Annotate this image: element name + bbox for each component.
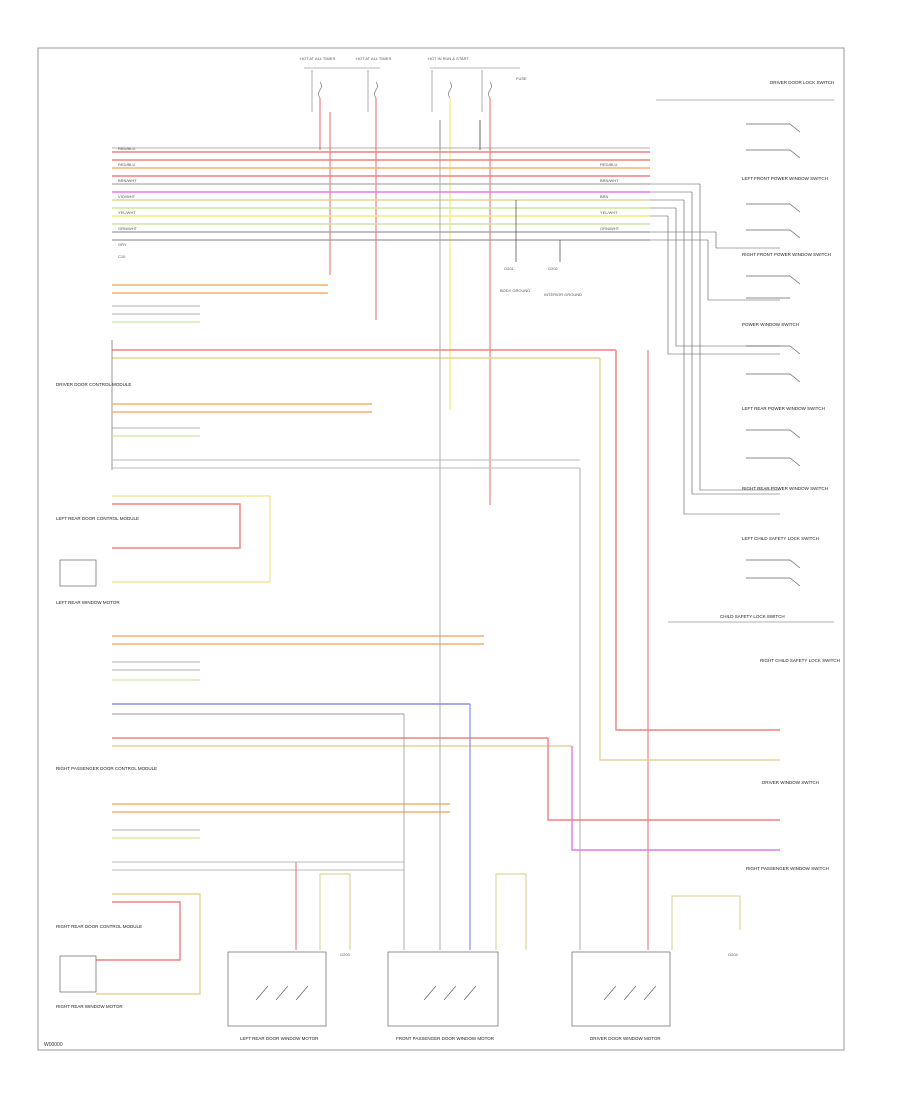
driver-door-motor-label: DRIVER DOOR WINDOW MOTOR — [590, 1036, 661, 1041]
left-child-lock-label: LEFT CHILD SAFETY LOCK SWITCH — [742, 536, 819, 541]
wire-label-left-4: VIO/WHT — [118, 194, 136, 199]
ground-label-2: G202 — [548, 266, 559, 271]
right-passenger-module-label: RIGHT PASSENGER DOOR CONTROL MODULE — [56, 766, 157, 771]
driver-door-module-label: DRIVER DOOR CONTROL MODULE — [56, 382, 131, 387]
ground-label-4: G204 — [728, 952, 739, 957]
left-rear-door-lock-motor-label: LEFT REAR DOOR WINDOW MOTOR — [240, 1036, 319, 1041]
front-passenger-motor-box — [387, 951, 499, 1027]
right-rear-section: RIGHT REAR DOOR CONTROL MODULE RIGHT REA… — [56, 803, 450, 1009]
fuse-label-1: HOT AT ALL TIMES — [300, 56, 335, 61]
power-window-switch-label: POWER WINDOW SWITCH — [742, 322, 799, 327]
fuse-label-3: HOT IN RUN & START — [428, 56, 469, 61]
driver-window-switch-label: DRIVER WINDOW SWITCH — [762, 780, 819, 785]
ground-label-1: G201 — [504, 266, 515, 271]
right-front-switch-label: RIGHT FRONT POWER WINDOW SWITCH — [742, 252, 831, 257]
driver-door-section: DRIVER DOOR CONTROL MODULE — [56, 284, 616, 470]
diagram-frame — [37, 47, 845, 1051]
driver-door-lock-switch-label: DRIVER DOOR LOCK SWITCH — [770, 80, 834, 85]
left-rear-switch-label: LEFT REAR POWER WINDOW SWITCH — [742, 406, 825, 411]
driver-door-motor-box — [571, 951, 671, 1027]
right-passenger-section: RIGHT PASSENGER DOOR CONTROL MODULE — [56, 635, 572, 771]
left-rear-motor-box — [59, 559, 97, 587]
right-rear-motor-label: RIGHT REAR WINDOW MOTOR — [56, 1004, 123, 1009]
fuse-label-2: HOT AT ALL TIMES — [356, 56, 391, 61]
left-rear-motor-label: LEFT REAR WINDOW MOTOR — [56, 600, 120, 605]
wire-label-right-2: BRN/WHT — [600, 178, 619, 183]
child-safety-lock-switch-label: CHILD SAFETY LOCK SWITCH — [720, 614, 785, 619]
front-passenger-motor-label: FRONT PASSENGER DOOR WINDOW MOTOR — [396, 1036, 495, 1041]
right-child-lock-label: RIGHT CHILD SAFETY LOCK SWITCH — [760, 658, 840, 663]
wire-label-right-3: BRN — [600, 194, 609, 199]
wire-label-right-4: YEL/WHT — [600, 210, 618, 215]
fuse-block: HOT AT ALL TIMES HOT AT ALL TIMES HOT IN… — [300, 56, 527, 112]
right-rear-switch-label: RIGHT REAR POWER WINDOW SWITCH — [742, 486, 828, 491]
left-rear-module-label: LEFT REAR DOOR CONTROL MODULE — [56, 516, 139, 521]
left-rear-section: LEFT REAR DOOR CONTROL MODULE LEFT REAR … — [56, 403, 580, 605]
main-harness: RED/BLU RED/BLU BRN/WHT VIO/WHT YEL/WHT … — [112, 146, 650, 259]
right-rear-module-label: RIGHT REAR DOOR CONTROL MODULE — [56, 924, 142, 929]
left-front-switch-label: LEFT FRONT POWER WINDOW SWITCH — [742, 176, 828, 181]
body-ground-2: INTERIOR GROUND — [544, 292, 582, 297]
harness-connector: C10 — [118, 254, 126, 259]
right-fanout — [650, 183, 780, 515]
body-ground-1: BODY GROUND — [500, 288, 530, 293]
left-rear-door-motor-box — [227, 951, 327, 1027]
wire-label-right-1: RED/BLU — [600, 162, 617, 167]
right-rear-motor-box — [59, 955, 97, 993]
wire-label-left-7: GRY — [118, 242, 127, 247]
bottom-motors: LEFT REAR DOOR WINDOW MOTOR FRONT PASSEN… — [227, 951, 739, 1041]
passenger-window-switch-label: RIGHT PASSENGER WINDOW SWITCH — [746, 866, 829, 871]
diagram-code: W00000 — [44, 1042, 63, 1048]
wire-label-left-3: BRN/WHT — [118, 178, 137, 183]
wire-label-right-5: GRN/WHT — [600, 226, 620, 231]
wire-label-left-6: GRN/WHT — [118, 226, 138, 231]
fuse-label-4: FUSE — [516, 76, 527, 81]
wire-label-left-5: YEL/WHT — [118, 210, 136, 215]
wire-label-left-2: RED/BLU — [118, 162, 135, 167]
wire-label-left-1: RED/BLU — [118, 146, 135, 151]
switch-column: DRIVER DOOR LOCK SWITCH LEFT FRONT POWER… — [656, 80, 840, 663]
ground-label-3: G203 — [340, 952, 351, 957]
